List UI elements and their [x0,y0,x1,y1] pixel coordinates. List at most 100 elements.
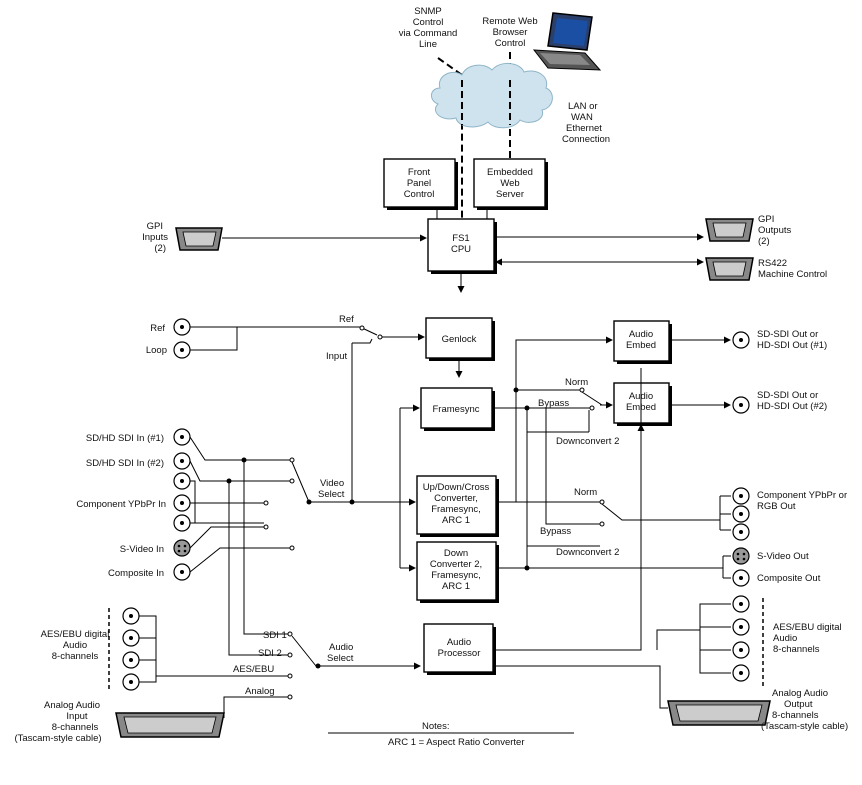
svg-text:RS422: RS422 [758,258,787,269]
component-in-jack-2-icon [173,494,191,512]
aes-out-label: AES/EBU digital Audio 8-channels [773,622,842,655]
aes-in-jack-2-icon [122,629,140,647]
svg-text:GPI: GPI [758,214,774,225]
norm-mid-label: Norm [574,487,597,498]
svg-text:Composite In: Composite In [108,568,164,579]
svg-text:Notes:: Notes: [422,721,449,732]
laptop-icon [532,12,602,71]
svg-text:Audio: Audio [63,640,87,651]
analog-switch-label: Analog [245,686,275,697]
network-cloud-icon [431,63,553,129]
cpu-box: FS1 CPU [427,218,497,274]
component-in-label: Component YPbPr In [76,499,166,510]
svg-text:Converter,: Converter, [434,493,478,504]
svg-text:Browser: Browser [493,27,528,38]
bypass-top-label: Bypass [538,398,569,409]
svg-text:Select: Select [327,653,354,664]
analog-out-connector-icon [667,700,771,726]
svg-text:Control: Control [413,17,444,28]
svg-text:Framesync: Framesync [433,404,480,415]
svg-text:SD/HD SDI In (#1): SD/HD SDI In (#1) [86,433,164,444]
sdi-out-2-jack-icon [732,396,750,414]
framesync-box: Framesync [420,387,495,431]
svg-text:8-channels: 8-channels [772,710,819,721]
gpi-output-connector-icon [705,218,754,242]
sdi-out-1-jack-icon [732,331,750,349]
aes-in-label: AES/EBU digital Audio 8-channels [41,629,110,662]
svg-text:Converter 2,: Converter 2, [430,559,482,570]
ref-jack-icon [173,318,191,336]
svg-text:ARC 1 = Aspect Ratio Converter: ARC 1 = Aspect Ratio Converter [388,737,525,748]
svg-text:Server: Server [496,189,524,200]
svg-text:Output: Output [784,699,813,710]
svideo-in-label: S-Video In [120,544,164,555]
analog-in-label: Analog Audio Input 8-channels (Tascam-st… [14,700,101,744]
loop-label: Loop [146,345,167,356]
svg-text:Audio: Audio [773,633,797,644]
svg-text:(Tascam-style cable): (Tascam-style cable) [14,733,101,744]
svg-text:Analog Audio: Analog Audio [772,688,828,699]
svg-text:Control: Control [404,189,435,200]
sdi-in-2-label: SD/HD SDI In (#2) [86,458,164,469]
remote-web-label: Remote Web Browser Control [482,16,537,49]
svg-text:Input: Input [66,711,87,722]
svg-text:ARC 1: ARC 1 [442,515,470,526]
svg-text:Control: Control [495,38,526,49]
svg-text:SNMP: SNMP [414,6,441,17]
svg-text:8-channels: 8-channels [773,644,820,655]
svg-text:Video: Video [320,478,344,489]
aes-in-jack-1-icon [122,607,140,625]
sdi1-audio-label: SDI 1 [263,630,287,641]
sdi-in-2-jack-icon [173,452,191,470]
sdi-in-1-jack-icon [173,428,191,446]
sdi-in-1-label: SD/HD SDI In (#1) [86,433,164,444]
front-panel-box: Front Panel Control [383,158,458,210]
svg-text:Component YPbPr or: Component YPbPr or [757,490,847,501]
rs422-label: RS422 Machine Control [758,258,827,280]
composite-in-jack-icon [173,563,191,581]
downconvert-mid-label: Downconvert 2 [556,547,619,558]
sdi-out-1-label: SD-SDI Out or HD-SDI Out (#1) [757,329,827,351]
rs422-connector-icon [705,257,754,281]
svg-text:RGB Out: RGB Out [757,501,796,512]
svg-text:Audio: Audio [329,642,353,653]
sdi-out-2-label: SD-SDI Out or HD-SDI Out (#2) [757,390,827,412]
svg-text:Up/Down/Cross: Up/Down/Cross [423,482,490,493]
svg-text:Analog Audio: Analog Audio [44,700,100,711]
svg-text:SD-SDI Out or: SD-SDI Out or [757,390,818,401]
svg-text:8-channels: 8-channels [52,651,99,662]
svg-text:ARC 1: ARC 1 [442,581,470,592]
svg-text:LAN or: LAN or [568,101,598,112]
svg-text:Audio: Audio [447,637,471,648]
svg-text:AES/EBU digital: AES/EBU digital [41,629,110,640]
svg-text:Line: Line [419,39,437,50]
composite-out-jack-icon [732,569,750,587]
aes-in-jack-3-icon [122,651,140,669]
norm-top-label: Norm [565,377,588,388]
svg-text:CPU: CPU [451,244,471,255]
svg-text:(2): (2) [154,243,166,254]
lan-label: LAN or WAN Ethernet Connection [562,101,610,145]
svg-text:Panel: Panel [407,178,431,189]
gpi-outputs-label: GPI Outputs (2) [758,214,792,247]
updown-converter-box: Up/Down/Cross Converter, Framesync, ARC … [416,475,499,537]
input-label: Input [326,351,347,362]
svideo-out-label: S-Video Out [757,551,809,562]
component-out-jack-1-icon [732,487,750,505]
svg-text:Framesync,: Framesync, [431,570,481,581]
svg-text:AES/EBU digital: AES/EBU digital [773,622,842,633]
audio-embed-1-box: Audio Embed [613,320,672,364]
svg-text:Ethernet: Ethernet [566,123,602,134]
svg-text:Framesync,: Framesync, [431,504,481,515]
aes-out-jack-2-icon [732,618,750,636]
gpi-inputs-label: GPI Inputs (2) [142,221,168,254]
svg-text:(2): (2) [758,236,770,247]
composite-in-label: Composite In [108,568,164,579]
svg-text:Down: Down [444,548,468,559]
svg-text:Inputs: Inputs [142,232,168,243]
svg-text:Processor: Processor [438,648,481,659]
component-out-label: Component YPbPr or RGB Out [757,490,847,512]
component-out-jack-2-icon [732,505,750,523]
notes: Notes: ARC 1 = Aspect Ratio Converter [328,721,574,748]
